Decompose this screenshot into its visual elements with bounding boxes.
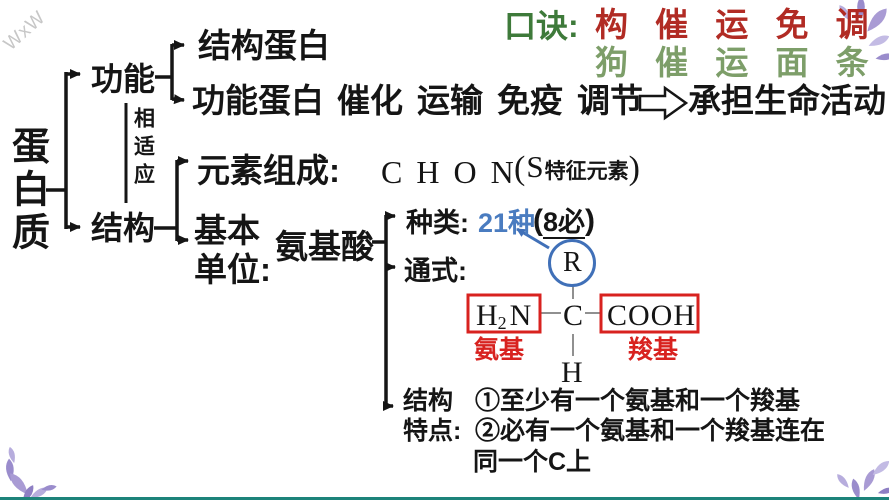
paren-close: ) [628, 150, 640, 187]
alpha-carbon-symbol: C [563, 299, 584, 332]
r-group-symbol: R [563, 247, 582, 278]
bottom-bar [0, 497, 889, 500]
carboxyl-group-box [599, 293, 700, 334]
function-bracket [155, 44, 174, 100]
amino-group-label: 氨基 [474, 336, 525, 364]
r-group-circle [548, 239, 596, 287]
leaf-decoration-bottom-left [5, 446, 58, 500]
amino-group-box [466, 293, 542, 334]
element-composition-label: 元素组成: [197, 152, 340, 189]
result-block-arrow-icon [638, 85, 689, 121]
paren-close: ) [585, 204, 596, 237]
essential-count: 8必 [543, 207, 586, 240]
element-special-note: ( S 特征元素 ) [514, 149, 640, 188]
structure-bracket [154, 160, 179, 241]
basic-unit-label-line1: 基本 [194, 212, 260, 249]
leaf-decoration-bottom-right [834, 458, 889, 500]
hydrogen-symbol: H [561, 356, 583, 389]
r-to-kinds-arrow [516, 227, 550, 250]
carboxyl-group-label: 羧基 [628, 336, 679, 364]
sulfur-note: 特征元素 [544, 160, 629, 183]
kinds-required-note: ( 8必 ) [533, 204, 596, 240]
mnemonic-label: 口诀: [504, 8, 579, 44]
root-bracket [46, 72, 68, 229]
function-item-immunity: 免疫 [497, 82, 563, 119]
structural-protein-label: 结构蛋白 [198, 27, 330, 64]
paren-open: ( [514, 150, 526, 187]
element-composition-formula: C H O N [381, 154, 517, 190]
bond-lines [540, 286, 601, 356]
functional-protein-label: 功能蛋白 [192, 82, 324, 119]
features-label-line1: 结构 [403, 387, 454, 415]
function-result-label: 承担生命活动 [688, 82, 886, 119]
mnemonic-line2: 狗 催 运 面 条 [595, 44, 878, 81]
feature-item-2: ②必有一个氨基和一个羧基连在 [475, 417, 826, 445]
basic-unit-label-line2: 单位: [194, 251, 271, 288]
amino-acid-bracket [372, 215, 388, 407]
amino-acid-formula-graphics [466, 227, 700, 356]
h2n-n: N [509, 299, 532, 332]
general-formula-label: 通式: [404, 256, 467, 286]
amino-acid-label: 氨基酸 [275, 228, 374, 265]
function-item-transport: 运输 [417, 82, 483, 119]
sulfur-symbol: S [526, 149, 544, 184]
feature-item-1: ①至少有一个氨基和一个羧基 [475, 387, 801, 415]
arrow-to-functional-protein [171, 94, 185, 105]
relation-note: 相适应 [131, 107, 155, 191]
function-item-catalysis: 催化 [337, 82, 403, 119]
function-branch-label: 功能 [91, 61, 156, 97]
h2n-subscript: 2 [497, 313, 507, 333]
paren-open: ( [533, 204, 543, 237]
root-node-protein: 蛋白质 [5, 126, 48, 255]
tree-brackets [46, 40, 396, 411]
feature-item-3: 同一个C上 [473, 448, 592, 476]
h2n-group: H 2 N [476, 299, 531, 333]
h2n-h: H [476, 299, 498, 332]
function-item-regulation: 调节 [577, 82, 643, 119]
mnemonic-line1: 构 催 运 免 调 [595, 6, 878, 43]
features-label-line2: 特点: [403, 417, 462, 445]
kinds-count: 21种 [478, 208, 536, 238]
kinds-label: 种类: [406, 208, 469, 238]
structure-branch-label: 结构 [91, 210, 156, 246]
cooh-group: COOH [607, 299, 697, 332]
